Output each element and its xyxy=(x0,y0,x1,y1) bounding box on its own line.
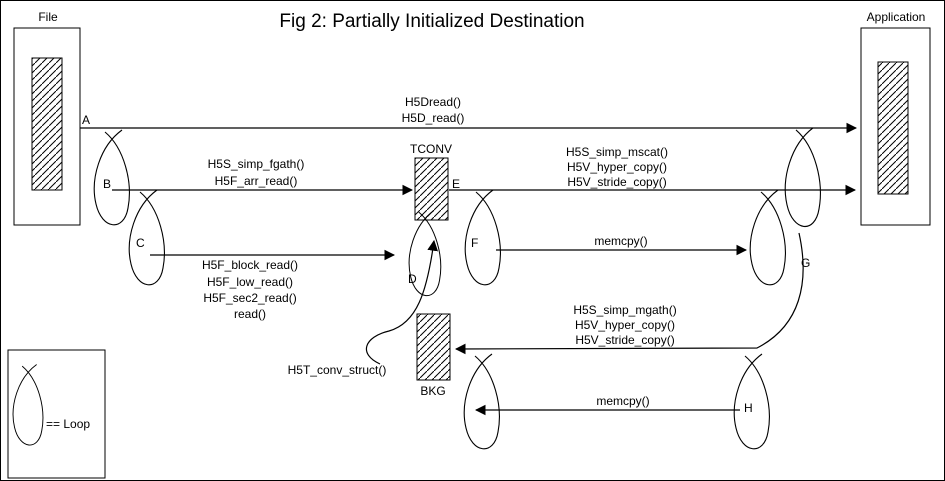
step-letter-b: B xyxy=(103,177,111,191)
loop-application xyxy=(784,127,821,228)
hyper-copy-top-label: H5V_hyper_copy() xyxy=(567,160,667,174)
read-label: read() xyxy=(234,307,266,321)
stride-copy-top-label: H5V_stride_copy() xyxy=(567,175,666,189)
loop-bkg xyxy=(463,353,500,450)
loop-a-b xyxy=(93,129,130,226)
bkg-label: BKG xyxy=(420,384,445,398)
mgath-arrow xyxy=(454,232,804,355)
application-node-label: Application xyxy=(867,10,926,24)
loop-c xyxy=(128,189,165,286)
h5dread-label: H5Dread() xyxy=(405,95,461,109)
legend-label: == Loop xyxy=(46,417,90,431)
step-letter-e: E xyxy=(452,177,460,191)
stride-copy-bottom-label: H5V_stride_copy() xyxy=(575,333,674,347)
memcpy-top-label: memcpy() xyxy=(594,234,647,248)
mscat-label: H5S_simp_mscat() xyxy=(566,145,668,159)
file-buffer-hatch xyxy=(31,57,63,191)
application-buffer-hatch xyxy=(877,61,909,195)
hyper-copy-bottom-label: H5V_hyper_copy() xyxy=(575,318,675,332)
block-read-label: H5F_block_read() xyxy=(202,258,298,272)
fgath-label: H5S_simp_fgath() xyxy=(208,157,305,171)
arr-read-label: H5F_arr_read() xyxy=(215,174,298,188)
memcpy-bottom-label: memcpy() xyxy=(596,394,649,408)
mgath-label: H5S_simp_mgath() xyxy=(573,303,676,317)
conv-struct-arrow xyxy=(365,239,439,365)
file-node-label: File xyxy=(38,10,58,24)
step-letter-f: F xyxy=(471,236,478,250)
diagram-title: Fig 2: Partially Initialized Destination xyxy=(279,11,584,32)
step-letter-c: C xyxy=(136,236,145,250)
sec2-read-label: H5F_sec2_read() xyxy=(203,291,296,305)
step-letter-d: D xyxy=(408,272,417,286)
low-read-label: H5F_low_read() xyxy=(207,275,293,289)
step-letter-a: A xyxy=(82,113,90,127)
loop-g xyxy=(749,189,786,286)
step-letter-g: G xyxy=(801,256,810,270)
bkg-buffer-hatch xyxy=(416,313,451,381)
step-letter-h: H xyxy=(744,401,753,415)
legend-box xyxy=(7,349,106,479)
conv-struct-label: H5T_conv_struct() xyxy=(288,363,387,377)
tconv-label: TCONV xyxy=(410,142,452,156)
h5d-read-label: H5D_read() xyxy=(402,111,465,125)
tconv-buffer-hatch xyxy=(414,157,449,221)
